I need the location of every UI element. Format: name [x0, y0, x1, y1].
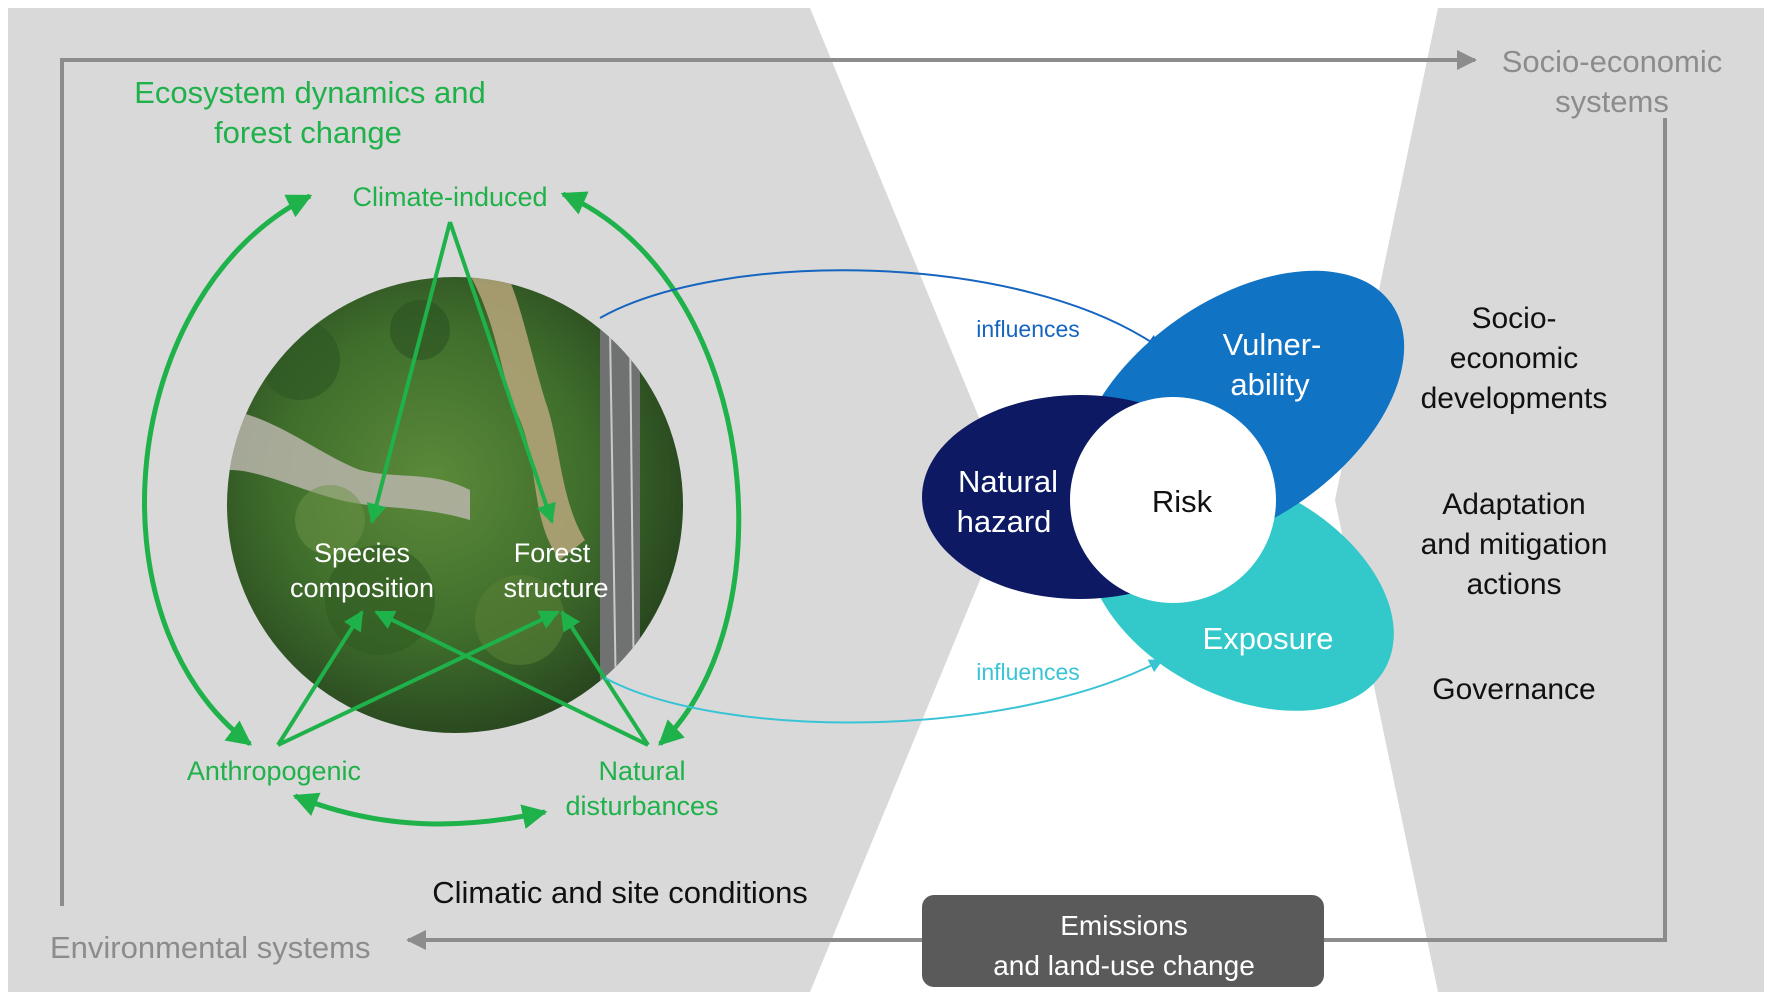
vulnerability-label-line1: Vulner- — [1223, 327, 1322, 362]
section-title-line1: Ecosystem dynamics and — [134, 75, 485, 110]
governance-label: Governance — [1432, 673, 1595, 706]
climatic-conditions-label: Climatic and site conditions — [432, 875, 808, 910]
green-triangle-lines — [276, 221, 650, 747]
socio-economic-systems-line2: systems — [1555, 84, 1669, 119]
driver-climate: Climate-induced — [352, 182, 547, 212]
exposure-label: Exposure — [1203, 621, 1334, 656]
adaptation-line1: Adaptation — [1442, 488, 1585, 521]
forest-species-line2: composition — [290, 573, 434, 603]
socio-dev-line1: Socio- — [1471, 302, 1556, 335]
green-arrows — [142, 191, 742, 829]
socio-economic-systems-line1: Socio-economic — [1502, 44, 1723, 79]
influence-arrow-bottom — [604, 659, 1164, 724]
risk-label: Risk — [1152, 484, 1213, 519]
adaptation-line2: and mitigation — [1421, 528, 1608, 561]
influences-bottom-label: influences — [976, 659, 1080, 685]
vulnerability-label-line2: ability — [1230, 367, 1310, 402]
hazard-label-line2: hazard — [957, 504, 1052, 539]
risk-circle — [1070, 397, 1276, 603]
forest-species-line1: Species — [314, 538, 410, 568]
emissions-line2: and land-use change — [993, 950, 1255, 981]
arrow-climate-anthropogenic — [142, 193, 313, 746]
socio-dev-line3: developments — [1421, 382, 1608, 415]
environmental-systems-label: Environmental systems — [50, 930, 370, 965]
driver-natural-line2: disturbances — [565, 791, 718, 821]
emissions-box — [922, 895, 1324, 987]
socio-dev-line2: economic — [1450, 342, 1578, 375]
hazard-label-line1: Natural — [958, 464, 1058, 499]
forest-structure-line1: Forest — [514, 538, 591, 568]
forest-structure-line2: structure — [503, 573, 608, 603]
system-arrow-bottom — [1312, 118, 1667, 942]
influences-top-label: influences — [976, 316, 1080, 342]
socio-economic-panel — [1335, 8, 1764, 992]
arrow-climate-natural — [560, 191, 742, 746]
driver-natural-line1: Natural — [598, 756, 685, 786]
influence-arrow-top — [599, 269, 1162, 349]
emissions-line1: Emissions — [1060, 910, 1188, 941]
arrow-anthropogenic-natural — [292, 792, 548, 829]
section-title-line2: forest change — [214, 115, 402, 150]
system-arrow-top — [60, 50, 1477, 906]
adaptation-line3: actions — [1466, 568, 1561, 601]
driver-anthropogenic: Anthropogenic — [187, 756, 361, 786]
